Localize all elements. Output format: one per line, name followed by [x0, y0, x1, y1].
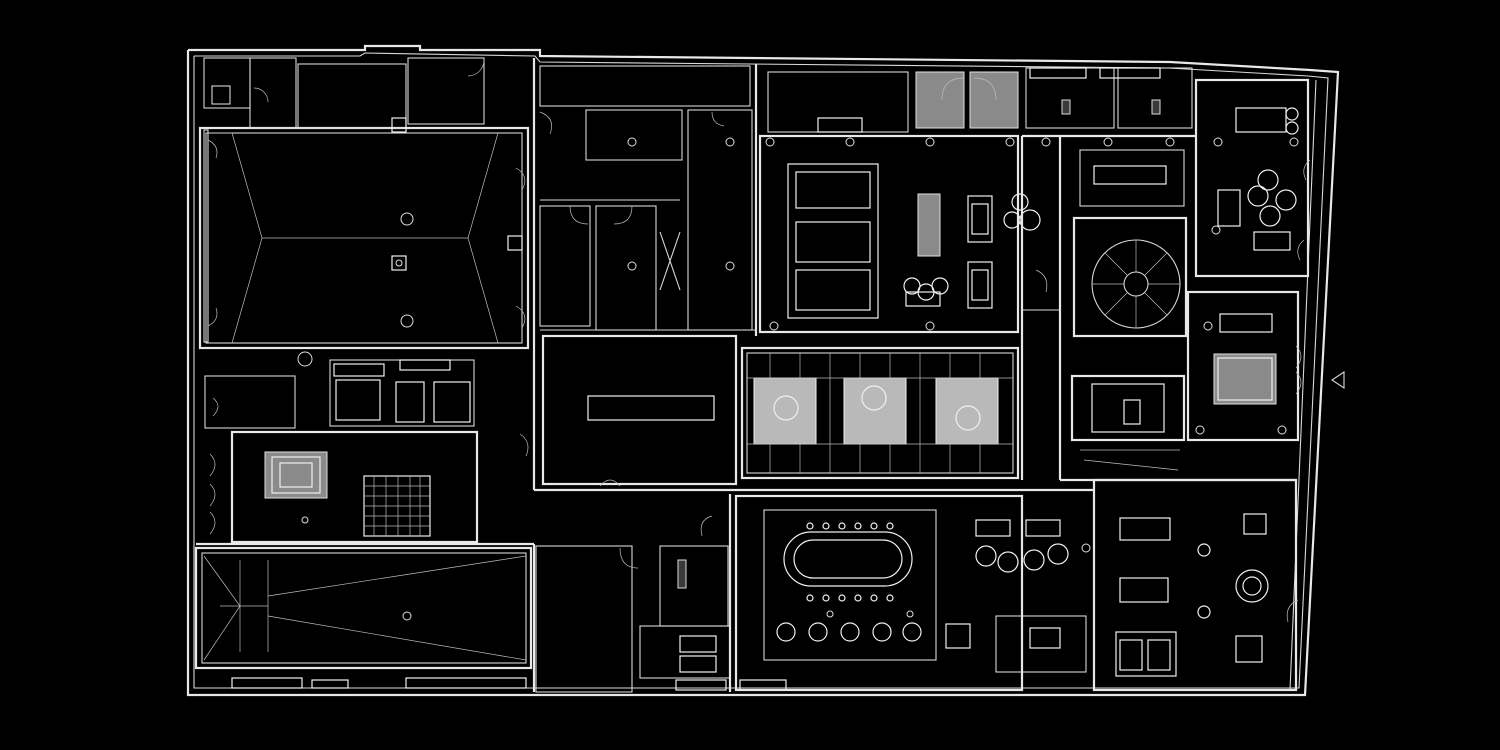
lobby-room: [209, 430, 479, 544]
facade-windows: [1295, 159, 1311, 395]
service-strip: [204, 351, 475, 429]
top-center-block: [767, 67, 1193, 147]
grid-ceiling-room: [740, 346, 1020, 480]
center-rooms-bottom: [535, 515, 787, 693]
triangle-left-icon: [1331, 370, 1345, 390]
partitions: [196, 58, 1296, 692]
office-room: [1194, 78, 1310, 278]
stair-hall: [1035, 149, 1188, 338]
hall-room: [198, 126, 530, 350]
long-room: [194, 546, 533, 689]
center-rooms-top: [515, 65, 753, 331]
oval-table-room: [734, 494, 1024, 692]
dining-room: [758, 134, 1041, 334]
service-rooms-top-left: [203, 57, 485, 133]
bottom-right-rooms: [1092, 478, 1299, 692]
lounge-room: [975, 519, 1091, 673]
gallery-room: [519, 334, 738, 487]
living-room: [1186, 290, 1300, 442]
exterior-walls: [186, 44, 1340, 697]
lift-core: [1070, 374, 1186, 471]
